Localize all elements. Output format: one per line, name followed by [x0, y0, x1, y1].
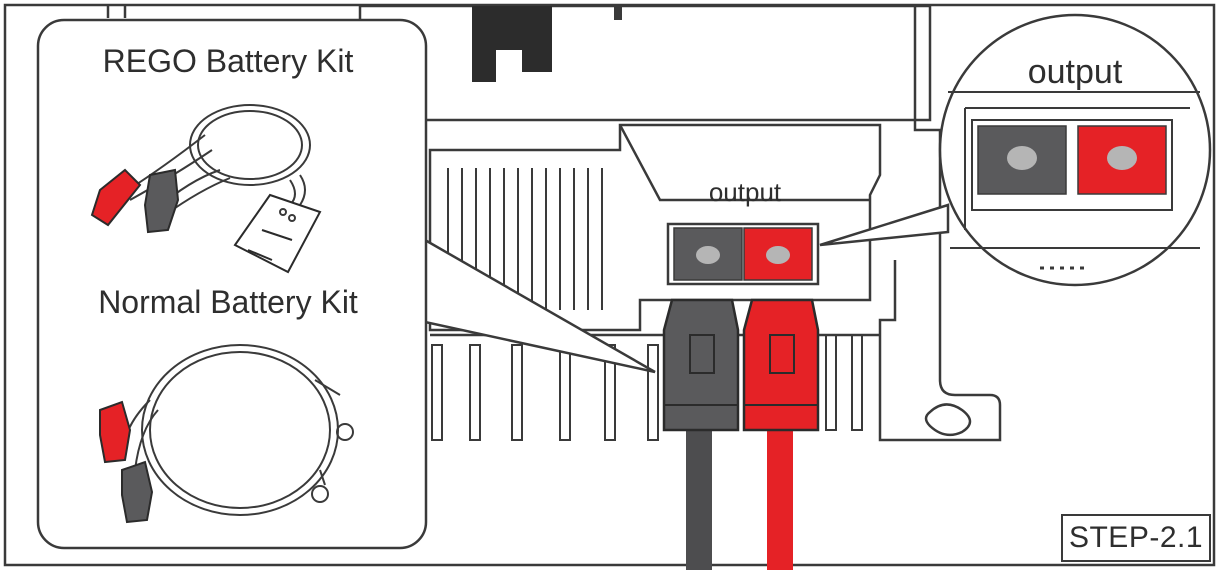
normal-black-plug [121, 460, 154, 524]
normal-battery-kit-title: Normal Battery Kit [98, 284, 358, 320]
step-label: STEP-2.1 [1061, 514, 1211, 562]
lower-fins [431, 334, 863, 441]
red-connector [742, 298, 820, 432]
ring-terminal [336, 423, 354, 441]
red-cable [767, 430, 793, 570]
controller-output-port [666, 222, 820, 286]
output-callout [819, 13, 1212, 287]
normal-battery-kit-image [99, 344, 354, 524]
rego-red-plug [90, 168, 142, 227]
controller-output-label: output [709, 177, 782, 207]
normal-red-plug [99, 400, 132, 464]
rego-battery-kit-title: REGO Battery Kit [103, 43, 354, 79]
rego-black-plug [143, 168, 180, 234]
black-connector [662, 298, 740, 432]
rego-battery-kit-image [90, 104, 322, 274]
connected-cables [662, 298, 820, 570]
callout-output-label: output [1028, 53, 1123, 91]
brand-logo [472, 6, 552, 82]
black-cable [686, 430, 712, 570]
mounting-hole [924, 403, 972, 437]
